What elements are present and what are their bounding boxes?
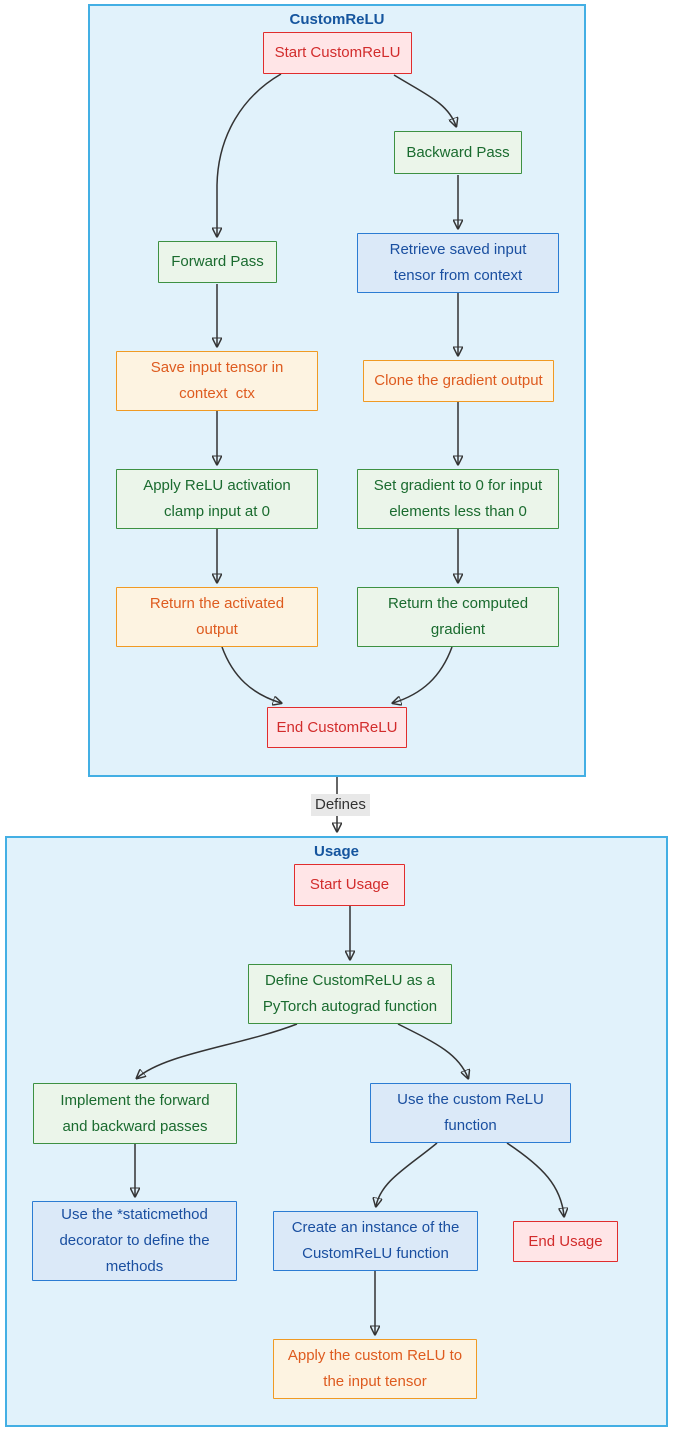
node-clone-gradient-output: Clone the gradient output [363, 360, 554, 402]
node-use-custom-relu: Use the custom ReLU function [370, 1083, 571, 1143]
node-set-gradient-zero: Set gradient to 0 for input elements les… [357, 469, 559, 529]
node-return-computed-gradient: Return the computed gradient [357, 587, 559, 647]
node-apply-relu-activation: Apply ReLU activation clamp input at 0 [116, 469, 318, 529]
node-end-customrelu: End CustomReLU [267, 707, 407, 748]
node-apply-custom-relu: Apply the custom ReLU to the input tenso… [273, 1339, 477, 1399]
node-return-activated-output: Return the activated output [116, 587, 318, 647]
node-create-instance: Create an instance of the CustomReLU fun… [273, 1211, 478, 1271]
subgraph-customrelu-title: CustomReLU [289, 11, 385, 28]
node-end-usage: End Usage [513, 1221, 618, 1262]
node-save-input-tensor: Save input tensor in context ctx [116, 351, 318, 411]
node-implement-passes: Implement the forward and backward passe… [33, 1083, 237, 1144]
node-forward-pass: Forward Pass [158, 241, 277, 283]
node-backward-pass: Backward Pass [394, 131, 522, 174]
subgraph-usage-title: Usage [313, 843, 360, 860]
node-use-staticmethod: Use the *staticmethod decorator to defin… [32, 1201, 237, 1281]
edge-label-defines: Defines [311, 794, 370, 816]
node-start-customrelu: Start CustomReLU [263, 32, 412, 74]
node-define-customrelu: Define CustomReLU as a PyTorch autograd … [248, 964, 452, 1024]
node-retrieve-saved-input: Retrieve saved input tensor from context [357, 233, 559, 293]
node-start-usage: Start Usage [294, 864, 405, 906]
